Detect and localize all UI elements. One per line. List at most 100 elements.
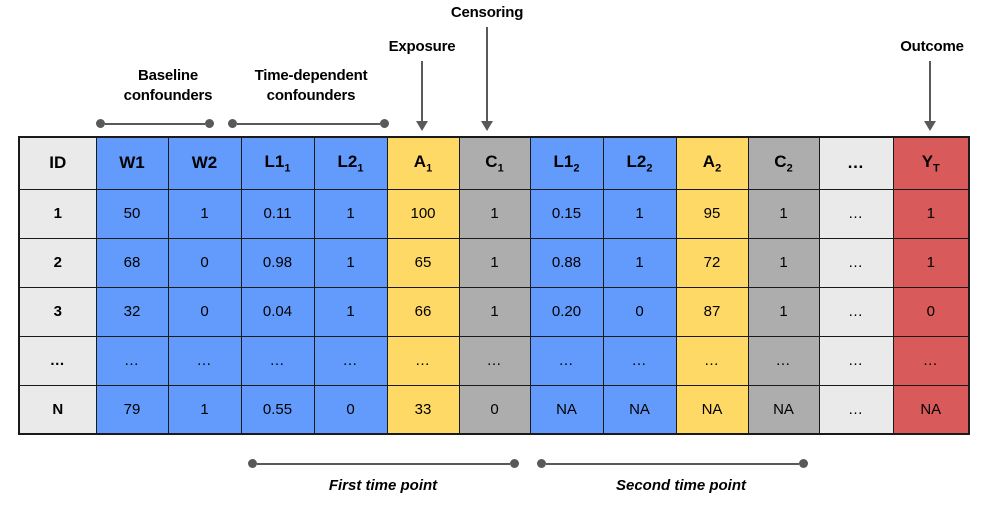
table-cell: …	[818, 384, 894, 435]
table-cell: …	[818, 188, 894, 239]
column-header-W2: W2	[167, 136, 242, 190]
row-id-cell: 2	[18, 237, 97, 288]
table-cell: 0.11	[240, 188, 315, 239]
table-cell: 1	[892, 188, 970, 239]
table-cell: 1	[313, 188, 388, 239]
table-cell: 0	[602, 286, 677, 337]
header-base: L2	[626, 152, 647, 172]
table-cell: 1	[458, 237, 531, 288]
row-id-cell: …	[18, 335, 97, 386]
table-cell: 1	[747, 237, 820, 288]
table-cell: …	[675, 335, 749, 386]
table-cell: …	[313, 335, 388, 386]
header-subscript: 2	[646, 162, 653, 175]
arrow-head	[924, 121, 936, 131]
table-cell: 65	[386, 237, 460, 288]
table-cell: 1	[167, 188, 242, 239]
table-cell: 68	[95, 237, 169, 288]
bracket-dot-left	[228, 119, 237, 128]
table-cell: …	[386, 335, 460, 386]
table-cell: …	[818, 237, 894, 288]
header-subscript: T	[933, 162, 940, 175]
time-dependent-confounders-label: Time-dependent confounders	[254, 67, 368, 105]
column-header-L21: L21	[313, 136, 388, 190]
bracket-rule	[257, 462, 510, 465]
table-cell: NA	[529, 384, 604, 435]
table-cell: …	[818, 286, 894, 337]
bracket-dot-right	[799, 459, 808, 468]
table-cell: 1	[602, 188, 677, 239]
table-cell: 66	[386, 286, 460, 337]
header-base: A	[413, 152, 427, 172]
table-cell: 0.04	[240, 286, 315, 337]
table-cell: 1	[602, 237, 677, 288]
column-header-C2: C2	[747, 136, 820, 190]
second-time-point-label: Second time point	[615, 477, 746, 494]
column-header-C1: C1	[458, 136, 531, 190]
bracket-rule	[105, 122, 205, 125]
column-header-A1: A1	[386, 136, 460, 190]
table-cell: 0.15	[529, 188, 604, 239]
table-cell: NA	[747, 384, 820, 435]
table-cell: …	[167, 335, 242, 386]
header-subscript: 2	[715, 162, 722, 175]
column-header-L12: L12	[529, 136, 604, 190]
exposure-label: Exposure	[388, 38, 456, 55]
header-subscript: 1	[426, 162, 433, 175]
bracket-dot-right	[510, 459, 519, 468]
header-base: A	[702, 152, 716, 172]
table-cell: 1	[747, 188, 820, 239]
table-cell: 1	[458, 188, 531, 239]
table-cell: 87	[675, 286, 749, 337]
table-cell: …	[818, 335, 894, 386]
column-header-L22: L22	[602, 136, 677, 190]
arrow-shaft	[929, 61, 931, 121]
table-cell: …	[240, 335, 315, 386]
header-base: L1	[553, 152, 574, 172]
header-base: L2	[337, 152, 358, 172]
censoring-label: Censoring	[450, 4, 524, 21]
table-cell: …	[458, 335, 531, 386]
exposure-arrow	[415, 61, 429, 131]
table-cell: 1	[313, 237, 388, 288]
bracket-dot-left	[248, 459, 257, 468]
table-cell: 0	[313, 384, 388, 435]
column-header-ID: ID	[18, 136, 97, 190]
arrow-shaft	[486, 27, 488, 121]
table-cell: …	[529, 335, 604, 386]
row-id-cell: 3	[18, 286, 97, 337]
second-time-point-bracket	[537, 459, 808, 468]
table-row: …………………………………	[18, 335, 970, 386]
table-cell: …	[892, 335, 970, 386]
bracket-rule	[237, 122, 380, 125]
table-cell: 1	[313, 286, 388, 337]
bracket-dot-right	[205, 119, 214, 128]
table-cell: 1	[458, 286, 531, 337]
table-cell: 0	[458, 384, 531, 435]
outcome-arrow	[923, 61, 937, 131]
column-header-A2: A2	[675, 136, 749, 190]
bracket-dot-left	[96, 119, 105, 128]
table-cell: 100	[386, 188, 460, 239]
table-cell: 0	[892, 286, 970, 337]
table-cell: …	[95, 335, 169, 386]
bracket-dot-right	[380, 119, 389, 128]
header-subscript: 2	[786, 162, 793, 175]
table-cell: 0.98	[240, 237, 315, 288]
table-cell: 33	[386, 384, 460, 435]
table-cell: 1	[747, 286, 820, 337]
table-cell: 1	[892, 237, 970, 288]
time-dependent-confounders-bracket	[228, 119, 389, 128]
baseline-confounders-label: Baseline confounders	[123, 67, 213, 105]
table-cell: …	[747, 335, 820, 386]
table-cell: 0	[167, 286, 242, 337]
censoring-arrow	[480, 27, 494, 131]
first-time-point-bracket	[248, 459, 519, 468]
header-base: C	[485, 152, 498, 172]
